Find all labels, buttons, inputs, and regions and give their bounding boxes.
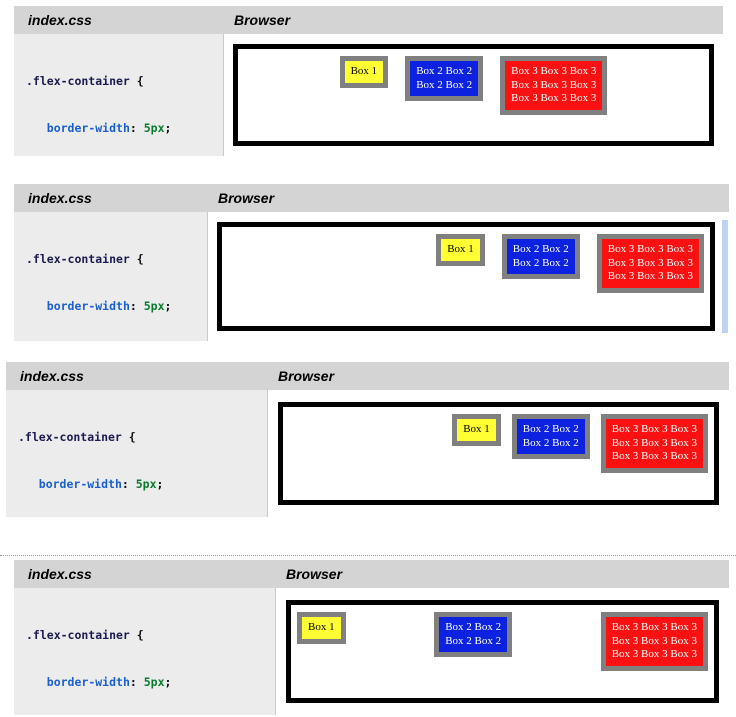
browser-title: Browser (234, 12, 291, 28)
demo-box-2: Box 2 Box 2 Box 2 Box 2 (434, 612, 513, 657)
flex-container-demo: Box 1 Box 2 Box 2 Box 2 Box 2 Box 3 Box … (233, 44, 714, 146)
demo-box-2: Box 2 Box 2 Box 2 Box 2 (405, 56, 484, 101)
code-line-selector: .flex-container { (18, 429, 136, 444)
panel-justify-space-around: index.css Browser .flex-container { bord… (6, 362, 729, 517)
panel-header-bar: index.css Browser (14, 184, 729, 212)
panel-header-bar: index.css Browser (14, 6, 723, 34)
css-code-block: .flex-container { border-width: 5px; bor… (26, 220, 201, 341)
demo-box-3: Box 3 Box 3 Box 3 Box 3 Box 3 Box 3 Box … (500, 56, 608, 115)
code-line-border-width: border-width: 5px; (38, 476, 164, 491)
browser-title: Browser (278, 368, 335, 384)
panel-justify-center: index.css Browser .flex-container { bord… (14, 6, 723, 156)
css-code-pane[interactable]: .flex-container { border-width: 5px; bor… (14, 34, 224, 156)
panel-header-bar: index.css Browser (14, 560, 729, 588)
css-file-title: index.css (20, 368, 84, 384)
css-code-pane[interactable]: .flex-container { border-width: 5px; bor… (14, 588, 276, 715)
code-line-border-width: border-width: 5px; (46, 674, 172, 689)
css-code-block: .flex-container { border-width: 5px; bor… (26, 596, 269, 715)
browser-title: Browser (218, 190, 275, 206)
css-code-pane[interactable]: .flex-container { border-width: 5px; bor… (14, 212, 208, 341)
demo-box-2: Box 2 Box 2 Box 2 Box 2 (511, 414, 590, 459)
panel-header-bar: index.css Browser (6, 362, 729, 390)
flex-container-demo: Box 1 Box 2 Box 2 Box 2 Box 2 Box 3 Box … (286, 600, 719, 703)
section-divider (0, 555, 736, 556)
code-line-selector: .flex-container { (26, 251, 144, 266)
css-file-title: index.css (28, 566, 92, 582)
browser-preview-pane: Box 1 Box 2 Box 2 Box 2 Box 2 Box 3 Box … (276, 588, 729, 715)
css-code-pane[interactable]: .flex-container { border-width: 5px; bor… (6, 390, 268, 517)
code-line-border-width: border-width: 5px; (46, 120, 172, 135)
browser-preview-pane: Box 1 Box 2 Box 2 Box 2 Box 2 Box 3 Box … (268, 390, 729, 517)
browser-title: Browser (286, 566, 343, 582)
css-file-title: index.css (28, 12, 92, 28)
code-line-border-width: border-width: 5px; (46, 298, 172, 313)
demo-box-1: Box 1 (436, 234, 485, 266)
demo-box-3: Box 3 Box 3 Box 3 Box 3 Box 3 Box 3 Box … (596, 234, 704, 293)
demo-box-2: Box 2 Box 2 Box 2 Box 2 (501, 234, 580, 279)
panel-justify-end: index.css Browser .flex-container { bord… (14, 184, 729, 341)
demo-box-1: Box 1 (452, 414, 501, 446)
flex-container-demo: Box 1 Box 2 Box 2 Box 2 Box 2 Box 3 Box … (278, 402, 719, 505)
browser-preview-pane: Box 1 Box 2 Box 2 Box 2 Box 2 Box 3 Box … (224, 34, 723, 156)
code-line-selector: .flex-container { (26, 627, 144, 642)
css-code-block: .flex-container { border-width: 5px; bor… (26, 42, 217, 156)
demo-box-3: Box 3 Box 3 Box 3 Box 3 Box 3 Box 3 Box … (600, 414, 708, 473)
demo-box-3: Box 3 Box 3 Box 3 Box 3 Box 3 Box 3 Box … (600, 612, 708, 671)
demo-box-1: Box 1 (297, 612, 346, 644)
flex-container-demo: Box 1 Box 2 Box 2 Box 2 Box 2 Box 3 Box … (217, 222, 715, 331)
code-line-selector: .flex-container { (26, 73, 144, 88)
css-code-block: .flex-container { border-width: 5px; bor… (18, 398, 261, 517)
vertical-scrollbar[interactable] (722, 220, 728, 333)
css-file-title: index.css (28, 190, 92, 206)
panel-justify-space-between: index.css Browser .flex-container { bord… (14, 560, 729, 715)
browser-preview-pane: Box 1 Box 2 Box 2 Box 2 Box 2 Box 3 Box … (208, 212, 729, 341)
demo-box-1: Box 1 (339, 56, 389, 88)
